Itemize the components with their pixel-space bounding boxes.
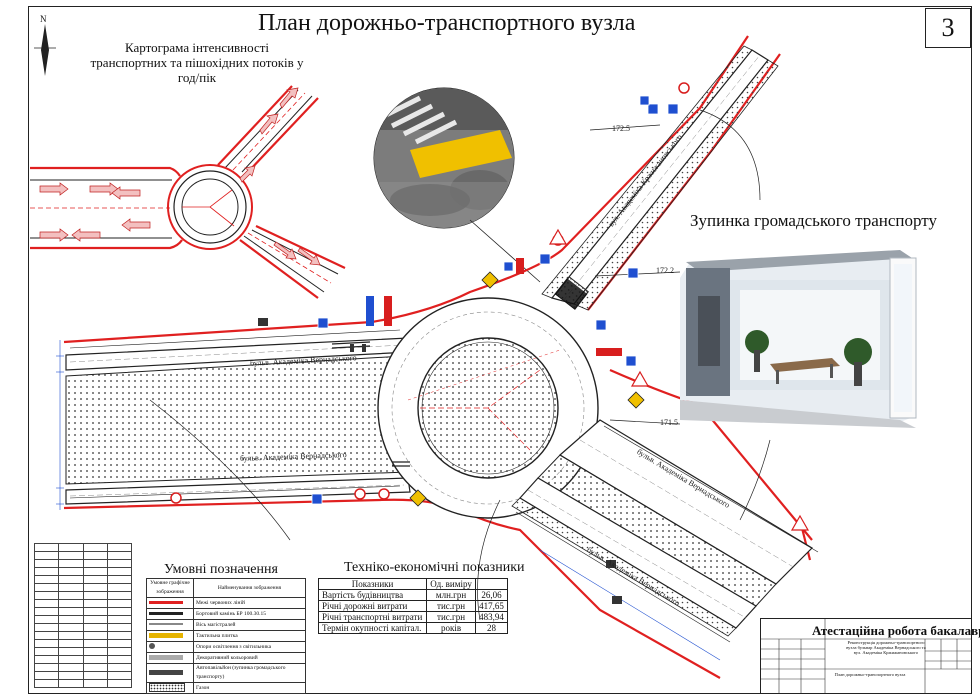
marking-table	[33, 543, 133, 688]
legend-row: Автопавільйон (зупинка громадського тран…	[146, 663, 306, 683]
legend-row: Межі червоних ліній	[146, 597, 306, 609]
cartogram-diagram	[30, 85, 346, 299]
tactile-paving-photo	[373, 87, 541, 283]
legend-swatch	[149, 600, 183, 604]
legend-row-name: Бортовий камінь БР 100.30.15	[193, 608, 306, 620]
tep-header-value	[475, 578, 508, 590]
legend-row: Бортовий камінь БР 100.30.15	[146, 608, 306, 620]
table-row: Річні дорожні витрати тис.грн 417,65	[317, 600, 508, 612]
tep-row-value: 26,06	[475, 589, 508, 601]
tep-row-value: 483,94	[475, 611, 508, 623]
compass-label: N	[40, 14, 47, 24]
elevation-mark-2: 172.2	[656, 266, 674, 275]
elevation-mark-3: 171.5	[660, 418, 678, 427]
legend-header-symbol: Умовне графічне зображення	[146, 578, 194, 598]
legend-header-name: Найменування зображення	[193, 578, 306, 598]
tep-header-indicator: Показники	[317, 578, 428, 590]
tep-row-name: Термін окупності капітал.	[317, 622, 428, 634]
sheet-border	[28, 6, 972, 694]
legend-row: Газон	[146, 682, 306, 694]
elevation-mark-1: 172.5	[612, 124, 630, 133]
tep-row-unit: тис.грн	[426, 611, 476, 623]
legend-swatch	[149, 623, 183, 626]
legend-row-name: Вісь магістралей	[193, 619, 306, 631]
tep-row-name: Вартість будівництва	[317, 589, 428, 601]
legend-row: Опори освітлення з світильника	[146, 641, 306, 653]
cartogram-title: Картограма інтенсивності транспортних та…	[62, 40, 332, 85]
table-row: Вартість будівництва млн.грн 26,06	[317, 589, 508, 601]
cartogram-title-line3: год/пік	[177, 70, 217, 85]
legend-swatch	[149, 611, 183, 615]
title-block-drawing-name: План дорожньо-транспортного вузла	[834, 672, 906, 677]
tep-row-unit: років	[426, 622, 476, 634]
legend-row: Вісь магістралей	[146, 619, 306, 631]
bus-stop-title: Зупинка громадського транспорту	[690, 211, 937, 230]
title-block-title: Атестаційна робота бакалавра	[812, 623, 980, 638]
junction-main	[56, 35, 831, 679]
tep-row-value: 417,65	[475, 600, 508, 612]
tep-table: Показники Од. виміру Вартість будівництв…	[317, 578, 508, 634]
legend-swatch	[149, 669, 183, 675]
compass-icon	[34, 24, 56, 76]
page-title: План дорожньо-транспортного вузла	[258, 10, 636, 36]
legend-swatch	[149, 654, 183, 660]
tep-row-name: Річні дорожні витрати	[317, 600, 428, 612]
tep-row-unit: тис.грн	[426, 600, 476, 612]
table-row: Термін окупності капітал. років 28	[317, 622, 508, 634]
legend-row-name: Автопавільйон (зупинка громадського тран…	[193, 663, 306, 683]
tep-header-unit: Од. виміру	[426, 578, 476, 590]
legend-row-name: Газон	[193, 682, 306, 694]
title-block	[760, 618, 972, 694]
tep-row-unit: млн.грн	[426, 589, 476, 601]
tep-title: Техніко-економічні показники	[344, 560, 525, 575]
title-block-description: Реконструкція дорожньо-транспортного вуз…	[846, 640, 926, 655]
cartogram-title-line1: Картограма інтенсивності	[124, 40, 270, 55]
legend-swatch	[149, 643, 155, 650]
legend-title: Умовні позначення	[164, 562, 278, 577]
tep-row-name: Річні транспортні витрати	[317, 611, 428, 623]
table-row: Річні транспортні витрати тис.грн 483,94	[317, 611, 508, 623]
traffic-signs	[170, 82, 810, 604]
cartogram-title-line2: транспортних та пішохідних потоків у	[90, 55, 304, 70]
tep-row-value: 28	[475, 622, 508, 634]
legend-swatch	[149, 683, 185, 693]
legend-swatch	[149, 632, 183, 638]
legend-row-name: Декоративний кольоровий	[193, 652, 306, 664]
legend-row: Тактильна плитка	[146, 630, 306, 642]
legend-row-name: Тактильна плитка	[193, 630, 306, 642]
legend-row-name: Межі червоних ліній	[193, 597, 306, 609]
title-block-grid	[761, 619, 971, 693]
sheet-number: 3	[925, 8, 971, 48]
legend-table: Умовне графічне зображення Найменування …	[146, 578, 306, 694]
bus-stop-render	[680, 250, 917, 428]
legend-row: Декоративний кольоровий	[146, 652, 306, 664]
legend-row-name: Опори освітлення з світильника	[193, 641, 306, 653]
